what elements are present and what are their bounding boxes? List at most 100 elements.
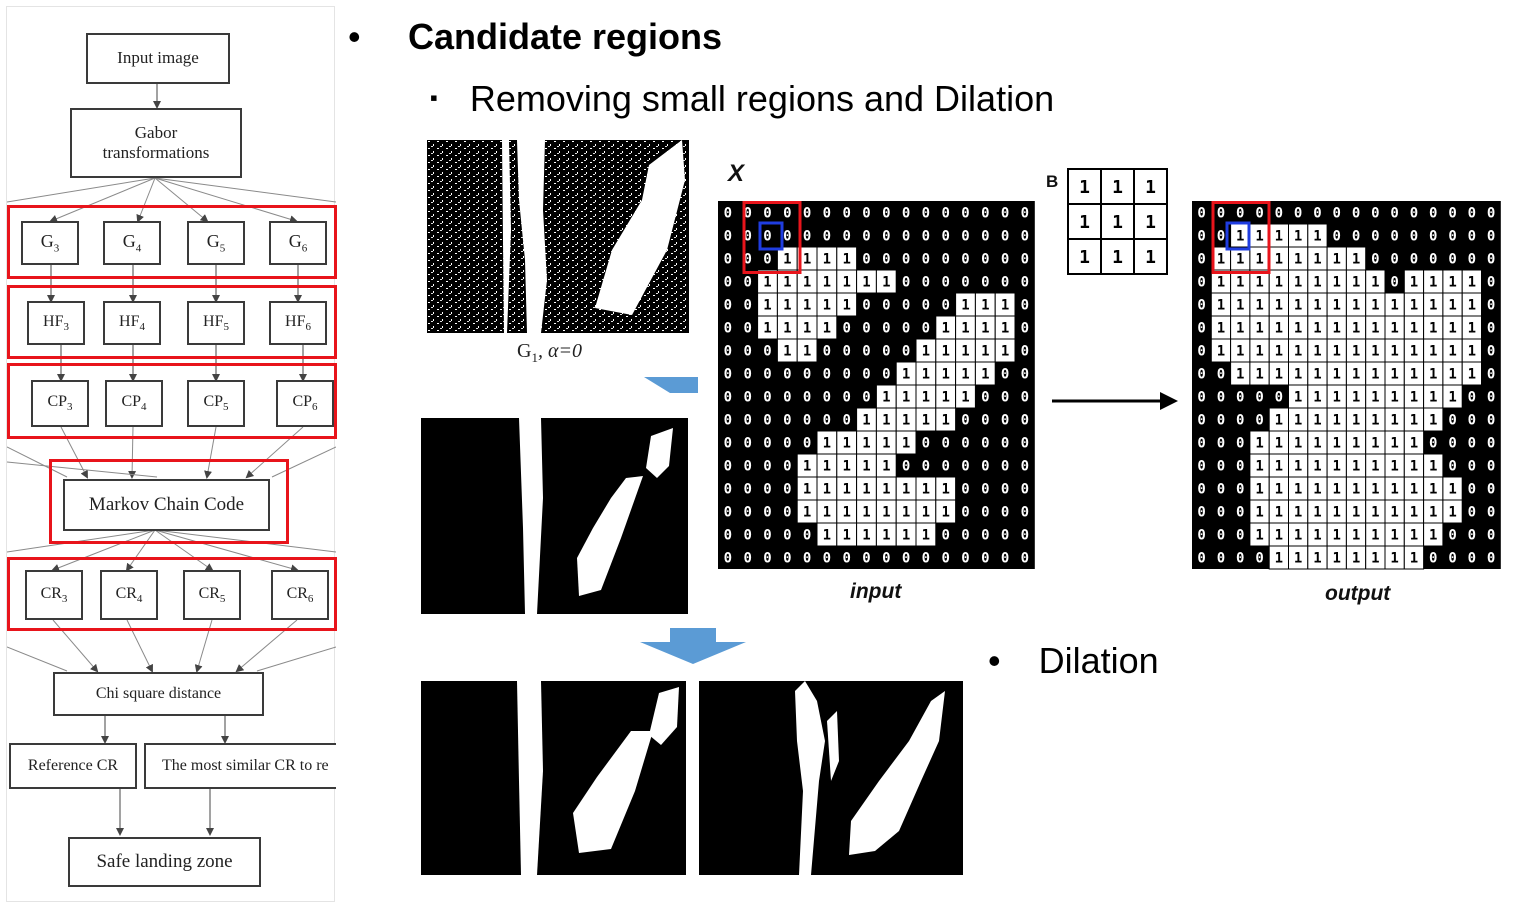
output-grid-cell-value: 1 — [1410, 321, 1418, 337]
output-grid-cell-value: 0 — [1468, 551, 1476, 567]
input-grid-cell-value: 0 — [882, 321, 890, 337]
input-caption: input — [850, 580, 901, 604]
input-grid-cell-value: 0 — [1001, 367, 1009, 383]
input-grid-cell-value: 0 — [902, 459, 910, 475]
output-grid-cell-value: 0 — [1197, 505, 1205, 521]
output-grid-cell-value: 1 — [1333, 459, 1341, 475]
output-grid-cell-value: 1 — [1255, 482, 1263, 498]
input-grid-cell-value: 0 — [763, 413, 771, 429]
output-grid-cell-value: 1 — [1333, 321, 1341, 337]
safe-landing-box: Safe landing zone — [68, 837, 261, 887]
output-grid-cell-value: 1 — [1352, 505, 1360, 521]
output-grid-cell-value: 1 — [1275, 528, 1283, 544]
output-grid-cell-value: 1 — [1333, 505, 1341, 521]
kernel-cell-value: 1 — [1079, 212, 1090, 233]
chi-square-label: Chi square distance — [96, 684, 221, 703]
input-grid-cell-value: 0 — [862, 551, 870, 567]
output-grid-cell-value: 1 — [1468, 344, 1476, 360]
input-grid-cell-value: 0 — [823, 344, 831, 360]
output-grid-cell-value: 0 — [1468, 413, 1476, 429]
input-grid-cell-value: 0 — [842, 551, 850, 567]
output-grid-cell-value: 0 — [1487, 298, 1495, 314]
input-grid-cell-value: 0 — [1001, 229, 1009, 245]
output-grid-cell-value: 1 — [1294, 413, 1302, 429]
input-grid-cell-value: 1 — [783, 252, 791, 268]
kernel-cell-value: 1 — [1145, 212, 1156, 233]
input-grid-cell-value: 1 — [981, 321, 989, 337]
output-grid-cell-value: 0 — [1410, 229, 1418, 245]
output-grid-cell-value: 0 — [1390, 252, 1398, 268]
input-grid-cell-value: 0 — [1021, 528, 1029, 544]
gabor-caption-base: G — [517, 340, 531, 362]
input-grid-cell-value: 1 — [961, 367, 969, 383]
output-grid-cell-value: 1 — [1429, 528, 1437, 544]
input-grid-cell-value: 0 — [1001, 413, 1009, 429]
g-row-highlight — [7, 205, 337, 279]
input-grid-cell-value: 1 — [922, 528, 930, 544]
output-grid-cell-value: 1 — [1390, 459, 1398, 475]
input-grid-cell-value: 0 — [763, 229, 771, 245]
input-grid-cell-value: 0 — [1021, 344, 1029, 360]
input-grid-cell-value: 0 — [1021, 206, 1029, 222]
input-grid-cell-value: 0 — [1021, 252, 1029, 268]
output-grid-cell-value: 0 — [1487, 482, 1495, 498]
output-grid-cell-value: 0 — [1487, 206, 1495, 222]
output-grid-cell-value: 0 — [1217, 551, 1225, 567]
output-grid-cell-value: 1 — [1236, 367, 1244, 383]
output-grid-cell-value: 1 — [1217, 344, 1225, 360]
input-grid-cell-value: 1 — [862, 459, 870, 475]
output-grid-cell-value: 0 — [1468, 252, 1476, 268]
output-grid-cell-value: 0 — [1487, 528, 1495, 544]
output-grid-cell-value: 0 — [1217, 367, 1225, 383]
input-grid-cell-value: 1 — [862, 275, 870, 291]
input-grid-cell-value: 0 — [882, 206, 890, 222]
output-grid-cell-value: 0 — [1448, 459, 1456, 475]
input-grid-cell-value: 0 — [724, 505, 732, 521]
output-grid-cell-value: 1 — [1255, 459, 1263, 475]
output-grid-cell-value: 1 — [1410, 367, 1418, 383]
output-grid-cell-value: 1 — [1352, 344, 1360, 360]
output-grid-cell-value: 1 — [1429, 459, 1437, 475]
input-grid-cell-value: 0 — [941, 436, 949, 452]
input-grid-cell-value: 1 — [1001, 321, 1009, 337]
kernel-grid: 111111111 — [1066, 167, 1170, 277]
input-grid-cell-value: 0 — [981, 390, 989, 406]
input-grid-cell-value: 0 — [922, 229, 930, 245]
input-grid-cell-value: 0 — [1021, 482, 1029, 498]
output-grid-cell-value: 1 — [1371, 459, 1379, 475]
output-grid-cell-value: 0 — [1468, 436, 1476, 452]
input-grid-cell-value: 0 — [783, 436, 791, 452]
input-grid-cell-value: 0 — [1001, 206, 1009, 222]
output-grid-cell-value: 1 — [1352, 275, 1360, 291]
input-grid-cell-value: 0 — [902, 298, 910, 314]
input-grid-cell-value: 0 — [882, 252, 890, 268]
output-grid-cell-value: 0 — [1197, 390, 1205, 406]
input-grid-cell-value: 0 — [763, 505, 771, 521]
output-grid-cell-value: 1 — [1429, 413, 1437, 429]
output-grid-cell-value: 0 — [1217, 482, 1225, 498]
input-grid-cell-value: 0 — [763, 482, 771, 498]
input-grid-cell-value: 0 — [922, 436, 930, 452]
input-grid: 0000000000000000000000000000000000011110… — [718, 201, 1036, 571]
output-grid-cell-value: 0 — [1255, 551, 1263, 567]
output-grid-cell-value: 1 — [1390, 321, 1398, 337]
input-grid-cell-value: 0 — [1001, 436, 1009, 452]
output-grid-cell-value: 1 — [1333, 551, 1341, 567]
kernel-cell-value: 1 — [1112, 212, 1123, 233]
output-grid-cell-value: 0 — [1217, 206, 1225, 222]
input-grid-cell-value: 0 — [981, 206, 989, 222]
input-grid-cell-value: 1 — [763, 298, 771, 314]
input-grid-cell-value: 1 — [862, 413, 870, 429]
input-grid-cell-value: 0 — [941, 275, 949, 291]
input-grid-cell-value: 0 — [803, 229, 811, 245]
input-grid-cell-value: 1 — [902, 505, 910, 521]
output-grid-cell-value: 0 — [1487, 229, 1495, 245]
input-grid-cell-value: 0 — [941, 206, 949, 222]
input-grid-cell-value: 1 — [941, 390, 949, 406]
output-grid-cell-value: 1 — [1313, 252, 1321, 268]
output-grid-cell-value: 1 — [1333, 344, 1341, 360]
output-grid-cell-value: 1 — [1333, 436, 1341, 452]
input-grid-cell-value: 0 — [961, 275, 969, 291]
output-grid-cell-value: 1 — [1294, 229, 1302, 245]
output-grid-cell-value: 1 — [1294, 459, 1302, 475]
